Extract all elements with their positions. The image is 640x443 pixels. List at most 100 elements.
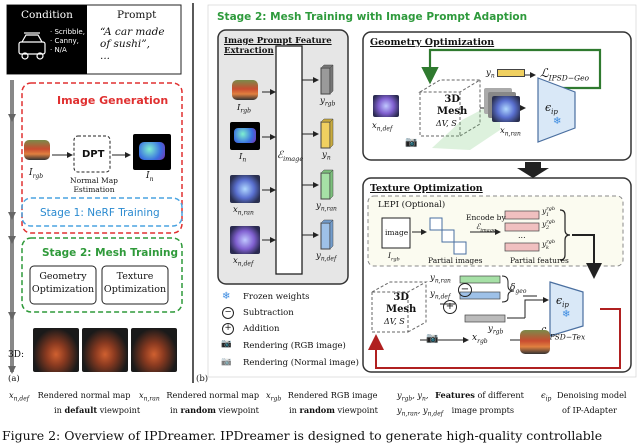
- geo-eps-label: ϵip: [545, 101, 558, 117]
- encode-by-label: Encode by ℰimage: [466, 213, 506, 234]
- addition-op-icon: +: [443, 300, 457, 314]
- result-render-2: [82, 328, 128, 372]
- dpt-box: [73, 135, 111, 173]
- 3d-label: 3D:: [8, 350, 24, 360]
- output-label-yn: yn: [322, 150, 331, 162]
- prompt-header: Prompt: [117, 9, 157, 21]
- geo-camera-icon: 📷: [405, 137, 418, 148]
- feature-vector-n: [320, 118, 334, 149]
- input-irgb-thumb: [232, 80, 258, 100]
- stage1-box: [21, 197, 183, 227]
- stage1-title: Stage 1: NeRF Training: [40, 207, 160, 219]
- car-rgb-thumbnail: [24, 140, 50, 160]
- geometry-optimization-button: Geometry Optimization: [31, 271, 95, 295]
- input-xnran-thumb: [230, 175, 260, 203]
- partial-features-label: Partial features: [510, 256, 569, 265]
- tex-mesh-delta: ΔV, S: [384, 317, 405, 326]
- tex-mesh-label: 3D Mesh: [386, 292, 417, 315]
- tex-snowflake-icon: ❄: [562, 309, 571, 320]
- stage2-title: Stage 2: Mesh Training: [42, 247, 179, 259]
- legend-render-normal: Rendering (Normal image): [243, 358, 359, 368]
- geometry-opt-box: [362, 31, 632, 161]
- input-xndef-thumb: [230, 226, 260, 254]
- geo-yn-bar: [497, 69, 525, 77]
- panel-a-label: (a): [8, 374, 20, 384]
- tex-ynran-label: yn,ran: [430, 273, 451, 285]
- y1-label: yrgb1: [542, 206, 556, 218]
- figure-caption: Figure 2: Overview of IPDreamer. IPDream…: [2, 428, 603, 443]
- x-rgb-thumb: [520, 330, 550, 354]
- car-sketch-icon: [18, 32, 46, 60]
- geo-xnran-thumb: [492, 96, 520, 122]
- stage-flow-arrow: [517, 162, 549, 178]
- feature-vector-nran: [320, 169, 334, 200]
- dpt-label: DPT: [82, 149, 105, 160]
- geo-xndef-thumb: [373, 95, 399, 117]
- panel-b-label: (b): [196, 374, 209, 384]
- geo-yn-label: yn: [486, 68, 495, 80]
- normal-map-estimation: Normal Map Estimation: [70, 176, 118, 194]
- in-label: In: [146, 171, 154, 183]
- input-label-xnran: xn,ran: [233, 205, 254, 217]
- legend-camera-dark-icon: 📷: [221, 339, 232, 349]
- image-encoder-block: [275, 45, 303, 275]
- partial-images-label: Partial images: [428, 256, 483, 265]
- stage2-main-title: Stage 2: Mesh Training with Image Prompt…: [217, 11, 528, 23]
- tex-yndef-label: yn,def: [430, 289, 451, 301]
- yk-label: yrgbk: [542, 239, 556, 251]
- legend-plus-icon: +: [222, 323, 234, 335]
- legend-render-rgb: Rendering (RGB image): [243, 341, 346, 351]
- output-label-ynran: yn,ran: [316, 201, 337, 213]
- tex-bar-nran: [459, 275, 501, 284]
- tex-camera-icon: 📷: [426, 333, 439, 344]
- loss-geo-label: ℒIPSD−Geo: [540, 66, 590, 83]
- feature-extraction-title: Image Prompt Feature Extraction: [224, 36, 332, 56]
- geo-gradient-path: [421, 48, 602, 90]
- ip-adapter-tex-shape: [549, 281, 584, 337]
- mesh-cube-geo: [418, 79, 482, 137]
- tex-eps-label: ϵip: [556, 294, 569, 310]
- texture-opt-box: [362, 177, 632, 373]
- geometry-opt-title: Geometry Optimization: [370, 37, 495, 48]
- delta-geo-label: δgeo: [510, 283, 527, 295]
- lepi-to-ip-path: [572, 234, 602, 279]
- right-panel-frame: [207, 4, 637, 378]
- geo-xnran-label: xn,ran: [500, 126, 521, 138]
- x-rgb-label: xrgb: [472, 333, 488, 345]
- output-label-yrgb: yrgb: [320, 96, 336, 108]
- irgb-label: Irgb: [29, 168, 44, 180]
- lepi-irgb-label: Irgb: [388, 251, 400, 263]
- lepi-image-frame: [381, 217, 411, 249]
- legend-addition: Addition: [243, 324, 280, 334]
- feature-ellipsis: ...: [518, 231, 526, 240]
- footer-def-xnran: xn,ran Rendered normal map in random vie…: [139, 390, 260, 415]
- encoder-label: ℰimage: [277, 150, 304, 163]
- input-label-xndef: xn,def: [233, 256, 254, 268]
- lepi-title: LEPI (Optional): [378, 200, 446, 210]
- tex-yrgb-label: yrgb: [488, 324, 504, 336]
- condition-panel: [7, 5, 87, 74]
- legend-subtraction: Subtraction: [243, 308, 294, 318]
- input-label-in: In: [239, 152, 247, 164]
- geo-mesh-label: 3D Mesh: [437, 94, 468, 117]
- texture-optimization-button: Texture Optimization: [103, 271, 167, 295]
- geo-mesh-delta: ΔV, S: [436, 119, 457, 128]
- legend-frozen: Frozen weights: [243, 292, 310, 302]
- output-label-yndef: yn,def: [316, 251, 337, 263]
- subtraction-op-icon: −: [458, 283, 472, 297]
- condition-types: · Scribble, · Canny, · N/A: [50, 28, 85, 54]
- lepi-image-word: image: [385, 228, 409, 237]
- partial-images-grid: [429, 217, 467, 255]
- prompt-text: “A car made of sushi”, ...: [100, 26, 165, 62]
- footer-def-features: yrgb, yn, Features of different yn,ran, …: [397, 390, 524, 418]
- footer-def-eps: ϵip Denoising model of IP-Adapter: [541, 390, 627, 415]
- geo-xndef-label: xn,def: [372, 121, 393, 133]
- feature-vector-rgb: [320, 64, 334, 95]
- legend-snowflake-icon: ❄: [222, 291, 231, 302]
- stage2-box: [21, 237, 183, 313]
- result-render-1: [33, 328, 79, 372]
- image-generation-title: Image Generation: [57, 94, 169, 107]
- feature-vector-ndef: [320, 219, 334, 250]
- texture-opt-button-bg: [101, 265, 169, 305]
- image-generation-box: [21, 82, 183, 234]
